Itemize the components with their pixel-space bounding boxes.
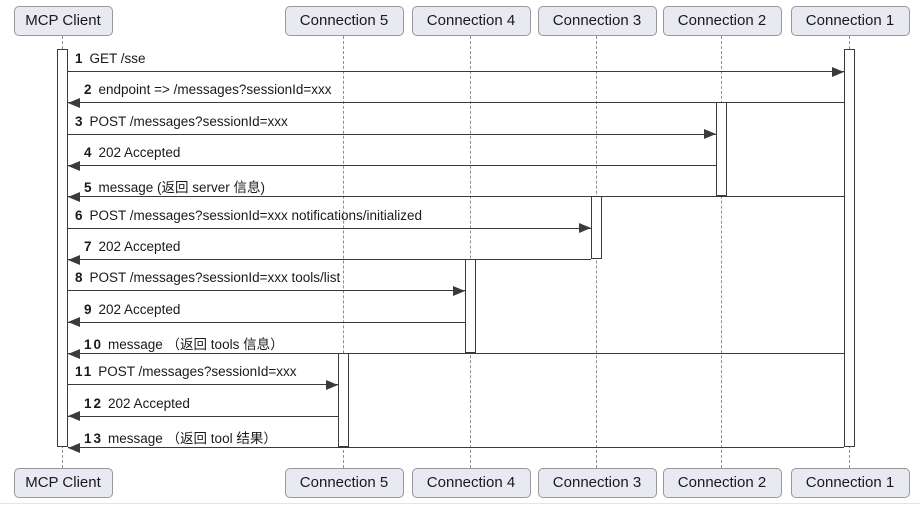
message-arrowhead-3 <box>703 129 716 140</box>
message-arrowhead-1 <box>831 66 844 77</box>
message-text: GET /sse <box>89 51 146 66</box>
activation-bar-conn5 <box>337 352 349 447</box>
message-arrowhead-10 <box>67 348 80 359</box>
participant-label: Connection 3 <box>552 474 642 491</box>
message-seq-number: 11 <box>75 364 94 380</box>
message-line-3 <box>67 133 716 135</box>
message-line-6 <box>67 227 591 229</box>
message-seq-number: 4 <box>84 144 94 160</box>
message-line-8 <box>67 290 465 292</box>
message-text: 202 Accepted <box>98 144 181 160</box>
message-line-2 <box>67 102 844 104</box>
message-arrowhead-9 <box>67 317 80 328</box>
participant-label: Connection 2 <box>677 474 767 491</box>
participant-label: Connection 2 <box>677 12 767 29</box>
message-seq-number: 5 <box>84 180 94 196</box>
participant-label: Connection 1 <box>805 474 895 491</box>
lifeline-conn4 <box>469 36 471 468</box>
message-seq-number: 8 <box>75 270 85 286</box>
message-line-1 <box>67 71 844 72</box>
message-arrowhead-2 <box>67 98 80 109</box>
message-line-9 <box>67 321 465 323</box>
participant-label: Connection 5 <box>299 474 389 491</box>
message-seq-number: 10 <box>84 336 104 352</box>
message-arrowhead-5 <box>67 192 80 203</box>
participant-label: MCP Client <box>25 12 101 29</box>
message-text: 202 Accepted <box>98 238 181 254</box>
message-arrowhead-11 <box>325 380 338 390</box>
message-text: 202 Accepted <box>98 301 181 317</box>
participant-bottom-connection-4: Connection 4 <box>411 468 531 498</box>
message-seq-number: 9 <box>84 301 94 317</box>
message-seq-number: 12 <box>84 395 104 411</box>
message-line-13 <box>67 446 844 448</box>
message-arrowhead-6 <box>578 223 591 234</box>
activation-bar-mcp <box>56 49 68 447</box>
participant-top-connection-1: Connection 1 <box>790 6 910 36</box>
participant-label: Connection 5 <box>299 12 389 29</box>
message-arrowhead-7 <box>67 254 80 265</box>
lifeline-conn5 <box>342 36 344 468</box>
activation-bar-conn2 <box>715 102 727 197</box>
message-arrowhead-4 <box>67 160 80 171</box>
participant-bottom-mcp-client: MCP Client <box>13 468 113 498</box>
participant-label: Connection 4 <box>426 12 516 29</box>
message-text: POST /messages?sessionId=xxx tools/list <box>89 270 341 286</box>
participant-top-connection-3: Connection 3 <box>537 6 657 36</box>
participant-top-mcp-client: MCP Client <box>13 6 113 36</box>
message-seq-number: 2 <box>84 82 94 98</box>
message-text: message （返回 tool 结果） <box>108 430 277 446</box>
message-text: POST /messages?sessionId=xxx <box>89 113 288 129</box>
participant-label: MCP Client <box>25 474 101 491</box>
message-seq-number: 6 <box>75 207 85 223</box>
participant-label: Connection 3 <box>552 12 642 29</box>
participant-label: Connection 4 <box>426 474 516 491</box>
participant-bottom-connection-1: Connection 1 <box>790 468 910 498</box>
bottom-divider-line <box>0 503 920 504</box>
message-line-7 <box>67 258 591 260</box>
participant-label: Connection 1 <box>805 12 895 29</box>
message-line-11 <box>67 384 338 386</box>
message-arrowhead-12 <box>67 411 80 422</box>
message-label-1: 1 GET /sse <box>75 51 146 66</box>
activation-bar-conn4 <box>464 258 476 353</box>
activation-bar-conn1 <box>843 49 855 447</box>
message-text: message (返回 server 信息) <box>98 180 266 196</box>
message-arrowhead-8 <box>452 286 465 296</box>
message-seq-number: 1 <box>75 51 85 66</box>
participant-top-connection-5: Connection 5 <box>284 6 404 36</box>
message-text: 202 Accepted <box>108 395 190 411</box>
lifeline-conn2 <box>720 36 722 468</box>
participant-bottom-connection-3: Connection 3 <box>537 468 657 498</box>
message-arrowhead-13 <box>67 442 80 453</box>
message-text: endpoint => /messages?sessionId=xxx <box>98 82 332 98</box>
message-line-4 <box>67 164 716 166</box>
participant-bottom-connection-5: Connection 5 <box>284 468 404 498</box>
message-seq-number: 3 <box>75 113 85 129</box>
message-text: message （返回 tools 信息） <box>108 336 284 352</box>
message-line-10 <box>67 352 844 354</box>
message-line-12 <box>67 415 338 417</box>
message-text: POST /messages?sessionId=xxx notificatio… <box>89 207 423 223</box>
message-line-5 <box>67 196 844 198</box>
participant-top-connection-2: Connection 2 <box>662 6 782 36</box>
participant-bottom-connection-2: Connection 2 <box>662 468 782 498</box>
participant-top-connection-4: Connection 4 <box>411 6 531 36</box>
activation-bar-conn3 <box>590 196 602 259</box>
message-seq-number: 7 <box>84 238 94 254</box>
message-seq-number: 13 <box>84 430 104 446</box>
message-text: POST /messages?sessionId=xxx <box>98 364 297 380</box>
